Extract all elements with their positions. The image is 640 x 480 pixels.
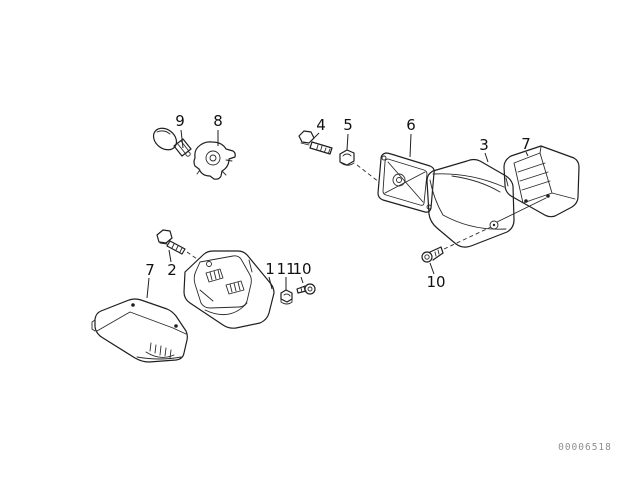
svg-text:9: 9 (175, 112, 185, 130)
svg-text:7: 7 (145, 261, 155, 279)
svg-text:5: 5 (343, 116, 353, 134)
screw-part-10-right (421, 246, 444, 263)
assembly-axis-line (356, 164, 380, 183)
assembly-axis-line (443, 226, 492, 250)
housing-part-3 (426, 158, 515, 248)
screw-part-2 (156, 229, 186, 255)
callout-2: 2 (167, 249, 177, 279)
lens-part-7-left (91, 298, 188, 363)
callout-8: 8 (213, 112, 223, 146)
svg-text:6: 6 (406, 116, 416, 134)
nut-part-5 (339, 149, 355, 166)
callout-6: 6 (406, 116, 416, 158)
callout-10-left: 10 (292, 260, 312, 284)
fiche-number: 00006518 (558, 442, 612, 453)
callout-7-left: 7 (145, 261, 155, 299)
svg-text:8: 8 (213, 112, 223, 130)
assembly-axis-line (496, 197, 547, 223)
svg-text:10: 10 (426, 273, 445, 291)
bulb-socket-part-8 (193, 141, 236, 180)
callout-11: 11 (276, 260, 296, 290)
svg-text:10: 10 (292, 260, 311, 278)
svg-text:4: 4 (316, 116, 326, 134)
callout-7-right: 7 (521, 135, 531, 157)
svg-text:2: 2 (167, 261, 177, 279)
gasket-part-6 (377, 152, 435, 213)
callout-3: 3 (479, 136, 489, 163)
svg-text:7: 7 (521, 135, 531, 153)
svg-text:11: 11 (276, 260, 295, 278)
callout-5: 5 (343, 116, 353, 151)
screw-part-10-left (296, 283, 316, 295)
callout-10-right: 10 (426, 262, 446, 291)
callout-9: 9 (175, 112, 185, 149)
screw-part-4 (298, 130, 333, 155)
callout-4: 4 (311, 116, 326, 141)
assembly-axis-line (186, 251, 198, 260)
lens-part-7-right (503, 145, 580, 218)
housing-part-1 (183, 250, 275, 329)
nut-part-11 (280, 289, 293, 305)
svg-text:1: 1 (265, 260, 275, 278)
svg-text:3: 3 (479, 136, 489, 154)
callout-1: 1 (265, 260, 275, 290)
